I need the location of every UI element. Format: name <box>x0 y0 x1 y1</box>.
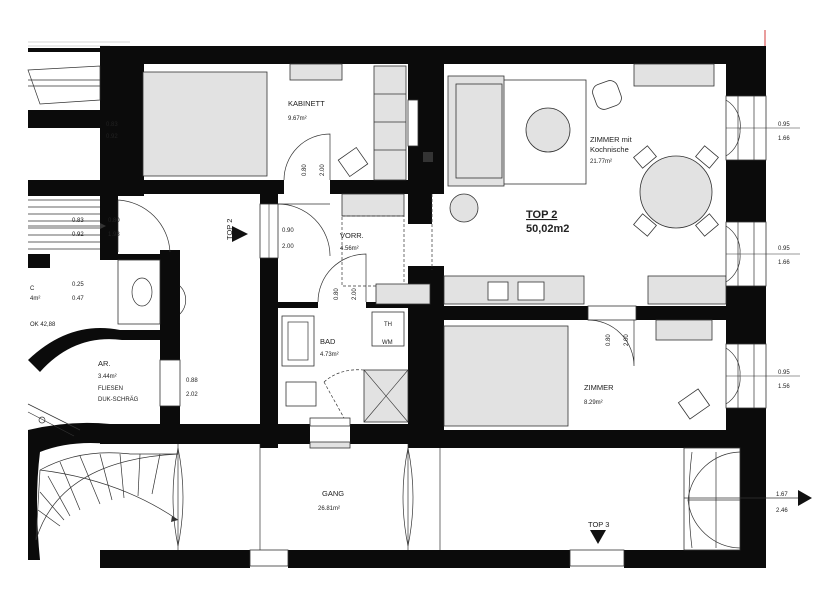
armchair <box>592 80 622 110</box>
zimmer-kochnische-area: 21.77m² <box>590 159 612 165</box>
label-dims-stair_c: 0.80 <box>108 218 120 224</box>
walls <box>28 46 766 568</box>
ar-area: 3.44m² <box>98 374 117 380</box>
ar-name: AR. <box>98 359 111 368</box>
ar-note1: FLIESEN <box>98 386 123 392</box>
top2-marker-label: TOP 2 <box>225 219 234 240</box>
wc <box>117 259 186 325</box>
label-dims-stair_d: 1.98 <box>108 232 120 238</box>
vorraum-room <box>259 193 433 305</box>
spiral-stair <box>27 403 179 541</box>
zimmer-shelf <box>655 319 713 341</box>
label-dims-vorr_door_w: 0.90 <box>282 228 294 234</box>
coffee-table <box>525 107 571 153</box>
kabinett-bed <box>142 71 268 177</box>
label-dims-left_area: 4m² <box>30 296 40 302</box>
top2-marker-arrow <box>232 226 248 242</box>
label-dims-win_r4_b: 2.46 <box>776 508 788 514</box>
gang-doors <box>172 441 800 567</box>
bad-area: 4.73m² <box>320 352 339 358</box>
vorr-name: VORR. <box>340 231 364 240</box>
label-dims-win_left_b: 0.92 <box>106 134 118 140</box>
title-line1: TOP 2 <box>526 209 557 221</box>
ar-door <box>159 359 181 407</box>
kabinett-name: KABINETT <box>288 99 325 108</box>
kabinett-door-swing <box>283 133 331 181</box>
zimmer-name: ZIMMER <box>584 383 614 392</box>
stair-top-left-window <box>27 65 101 105</box>
label-dims-ar_door_w: 0.88 <box>186 378 198 384</box>
bad-name: BAD <box>320 337 336 346</box>
zimmer-kochnische-name2: Kochnische <box>590 145 629 154</box>
title-line2: 50,02m2 <box>526 223 569 235</box>
vorr-wardrobe <box>341 193 405 217</box>
zimmer-kochnische-room <box>443 63 727 305</box>
dining-table <box>639 155 713 229</box>
label-dims-bad_door_w: 0.80 <box>334 288 340 300</box>
ar-note2: DUK-SCHRÄG <box>98 396 139 403</box>
label-dims-kab_door_h: 2.00 <box>320 164 326 176</box>
label-dims-win_left_a: 0.83 <box>106 122 118 128</box>
label-dims-stair_b: 0.92 <box>72 232 84 238</box>
vorr-area: 4.56m² <box>340 246 359 252</box>
zimmer-area: 8.29m² <box>584 400 603 406</box>
bad-room <box>281 311 409 427</box>
label-dims-stair_a: 0.83 <box>72 218 84 224</box>
bad-th: TH <box>384 322 392 328</box>
bad-washer <box>371 311 405 347</box>
bad-wm: WM <box>382 340 393 346</box>
kabinett-chair <box>337 146 369 178</box>
tv-shelf <box>633 63 715 87</box>
stair-top <box>28 199 171 253</box>
label-dims-wc_a: 0.25 <box>72 282 84 288</box>
side-table <box>449 193 479 223</box>
label-dims-win_r2_b: 1.66 <box>778 260 790 266</box>
label-dims-zim_door_w: 0.80 <box>606 334 612 346</box>
top3-marker-label: TOP 3 <box>588 520 609 529</box>
label-dims-left_c: C <box>30 286 35 292</box>
label-dims-left_ok: OK 42,88 <box>30 322 56 328</box>
kabinett-shelf <box>289 63 343 81</box>
zimmer-kochnische-name1: ZIMMER mit <box>590 135 633 144</box>
label-dims-kab_door_w: 0.80 <box>302 164 308 176</box>
label-dims-ar_door_h: 2.02 <box>186 392 198 398</box>
zimmer-room <box>443 305 713 427</box>
label-dims-win_r2_a: 0.95 <box>778 246 790 252</box>
kitchen-counter <box>443 275 585 305</box>
gang-area: 26.81m² <box>318 506 340 512</box>
label-dims-zim_door_h: 2.00 <box>624 334 630 346</box>
label-dims-win_r3_a: 0.95 <box>778 370 790 376</box>
label-dims-win_r1_b: 1.66 <box>778 136 790 142</box>
kabinett-wardrobe <box>373 65 407 181</box>
section-arrow-right <box>798 490 812 506</box>
label-dims-vorr_door_h: 2.00 <box>282 244 294 250</box>
right-windows <box>725 95 800 409</box>
label-dims-win_r3_b: 1.56 <box>778 384 790 390</box>
zimmer-bed <box>443 325 569 427</box>
kabinett-area: 9.67m² <box>288 116 307 122</box>
label-dims-bad_door_h: 2.00 <box>352 288 358 300</box>
gang-name: GANG <box>322 489 344 498</box>
label-dims-win_r1_a: 0.95 <box>778 122 790 128</box>
label-dims-wc_b: 0.47 <box>72 296 84 302</box>
top3-marker-arrow <box>590 530 606 544</box>
bad-toilet <box>285 381 317 407</box>
bad-sink <box>281 315 315 367</box>
label-dims-win_r4_a: 1.67 <box>776 492 788 498</box>
kabinett-room <box>142 63 433 181</box>
